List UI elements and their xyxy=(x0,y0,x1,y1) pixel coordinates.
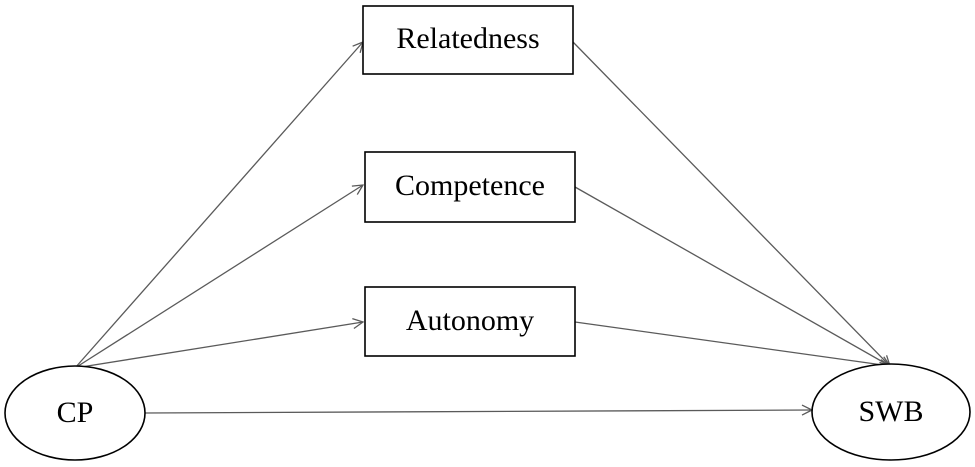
edge-competence-to-swb xyxy=(574,186,890,366)
node-competence: Competence xyxy=(364,151,576,223)
swb-label: SWB xyxy=(858,395,923,428)
edge-cp-to-autonomy xyxy=(74,322,363,369)
node-autonomy: Autonomy xyxy=(364,286,576,357)
node-swb: SWB xyxy=(811,363,971,461)
edge-cp-to-swb xyxy=(144,410,812,413)
cp-label: CP xyxy=(57,396,94,429)
relatedness-box xyxy=(362,5,574,75)
competence-label: Competence xyxy=(395,169,545,202)
node-cp: CP xyxy=(4,365,146,461)
edge-autonomy-to-swb xyxy=(574,321,890,366)
edge-relatedness-to-swb xyxy=(572,41,890,366)
edges xyxy=(74,41,890,413)
relatedness-label: Relatedness xyxy=(396,22,539,55)
node-relatedness: Relatedness xyxy=(362,5,574,75)
swb-ellipse xyxy=(811,363,971,461)
cp-ellipse xyxy=(4,365,146,461)
autonomy-box xyxy=(364,286,576,357)
competence-box xyxy=(364,151,576,223)
edge-cp-to-competence xyxy=(74,185,363,369)
edge-cp-to-relatedness xyxy=(74,42,363,369)
autonomy-label: Autonomy xyxy=(406,304,534,337)
